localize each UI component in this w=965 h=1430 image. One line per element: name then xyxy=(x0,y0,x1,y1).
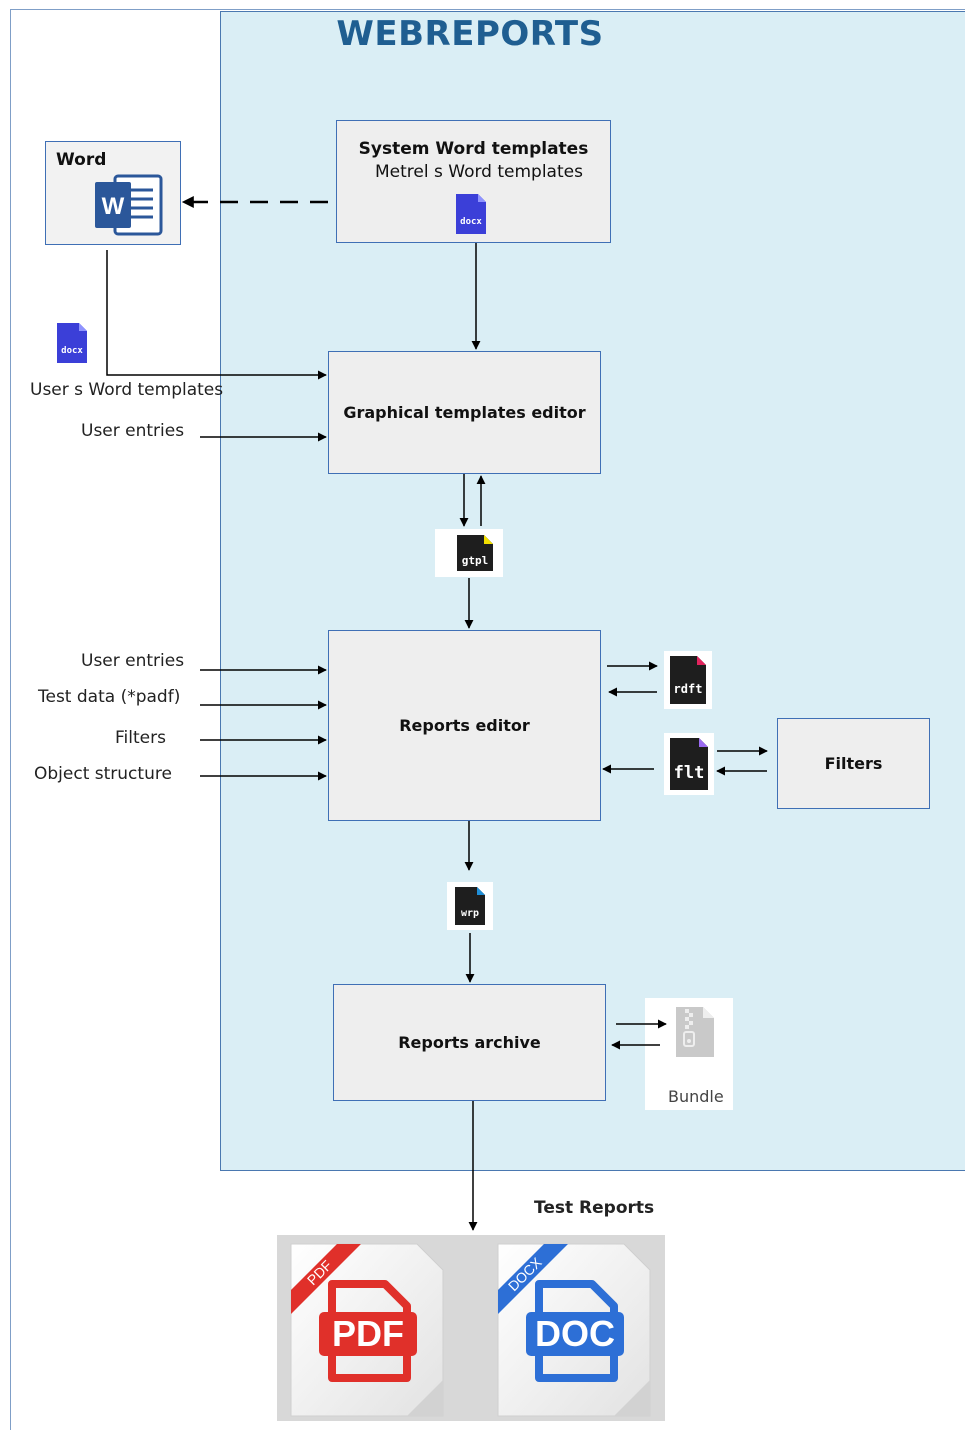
system-docx-icon: docx xyxy=(456,194,486,234)
word-icon: W xyxy=(95,174,163,236)
bundle-label: Bundle xyxy=(668,1087,724,1106)
page-frame xyxy=(10,9,965,1430)
pdf-text: PDF xyxy=(332,1313,404,1354)
rdft-icon: rdft xyxy=(670,656,706,704)
docx-report-icon: DOCX DOC xyxy=(497,1243,651,1417)
user-docx-icon: docx xyxy=(57,323,87,363)
pdf-report-icon: PDF PDF xyxy=(290,1243,444,1417)
wrp-icon-label: wrp xyxy=(461,908,479,919)
reports-editor-input-filters: Filters xyxy=(115,728,166,748)
user-docx-icon-label: docx xyxy=(61,346,83,356)
rdft-icon-label: rdft xyxy=(674,682,703,696)
doc-text: DOC xyxy=(535,1313,615,1354)
zip-archive-icon xyxy=(676,1007,714,1057)
flt-icon: flt xyxy=(670,738,708,790)
reports-editor-box: Reports editor xyxy=(328,630,601,821)
system-docx-icon-label: docx xyxy=(460,217,482,227)
word-icon-letter: W xyxy=(102,193,125,220)
test-reports-label: Test Reports xyxy=(534,1198,655,1218)
user-templates-label: User s Word templates xyxy=(30,380,224,400)
word-box: Word W xyxy=(45,141,181,245)
filters-box: Filters xyxy=(777,718,930,809)
system-templates-box: System Word templates Metrel s Word temp… xyxy=(336,120,611,243)
wrp-icon: wrp xyxy=(455,887,485,925)
system-templates-title: System Word templates xyxy=(358,139,589,159)
reports-editor-input-test-data: Test data (*padf) xyxy=(38,687,181,707)
word-label: Word xyxy=(56,150,107,170)
diagram-title: WEBREPORTS xyxy=(336,14,604,54)
reports-editor-input-object-structure: Object structure xyxy=(34,764,172,784)
flt-icon-label: flt xyxy=(674,763,705,783)
graphical-editor-input-label: User entries xyxy=(81,421,185,441)
arrow-word-to-graphical xyxy=(106,250,327,380)
gtpl-icon-label: gtpl xyxy=(462,554,489,567)
system-templates-subtitle: Metrel s Word templates xyxy=(375,162,583,182)
gtpl-icon: gtpl xyxy=(457,535,493,571)
reports-archive-box: Reports archive xyxy=(333,984,606,1101)
reports-editor-input-user-entries: User entries xyxy=(81,651,185,671)
graphical-editor-box: Graphical templates editor xyxy=(328,351,601,474)
